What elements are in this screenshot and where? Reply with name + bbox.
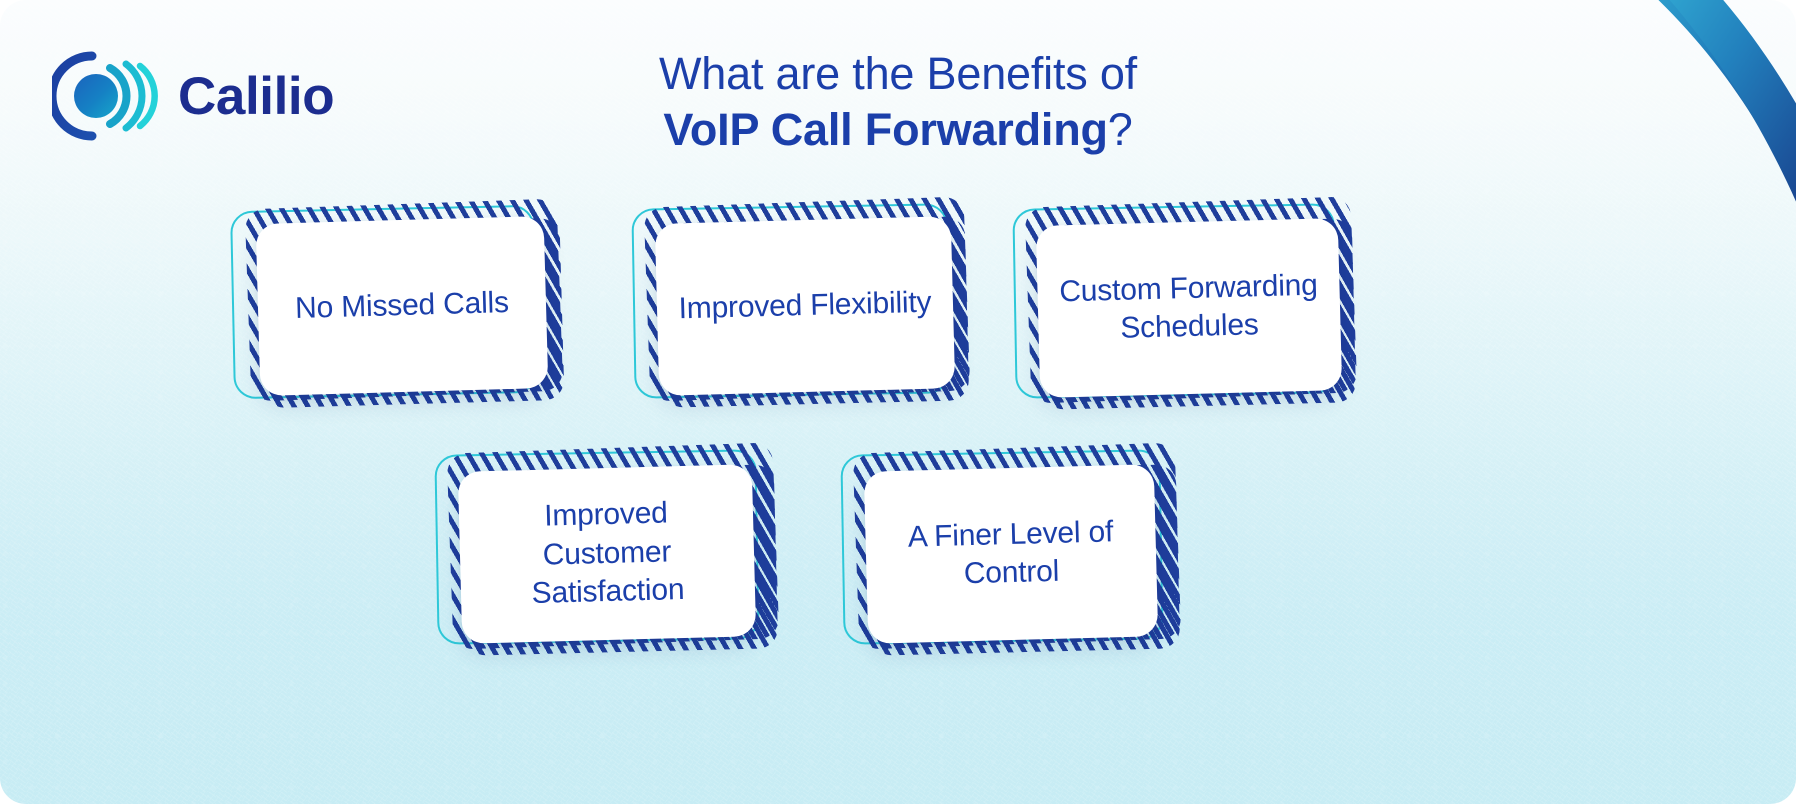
corner-arc-swoosh-icon <box>1658 0 1796 202</box>
card-surface[interactable]: No Missed Calls <box>255 216 549 396</box>
headline-question-mark: ? <box>1107 104 1133 156</box>
brand-name: Calilio <box>178 66 335 126</box>
benefit-label: Improved Flexibility <box>678 285 932 326</box>
benefit-label: A Finer Level of Control <box>907 514 1114 591</box>
benefit-card-improved-customer-satisfaction[interactable]: Improved Customer Satisfaction <box>430 442 800 659</box>
corner-arc-decoration <box>1376 0 1796 230</box>
benefit-label: No Missed Calls <box>294 285 510 325</box>
card-surface[interactable]: A Finer Level of Control <box>863 464 1159 644</box>
benefit-card-improved-flexibility[interactable]: Improved Flexibility <box>625 196 995 413</box>
calilio-sound-wave-logo-icon <box>52 51 158 141</box>
benefit-card-custom-forwarding-schedules[interactable]: Custom Forwarding Schedules <box>1008 196 1378 413</box>
headline-emphasis: VoIP Call Forwarding <box>663 104 1108 156</box>
card-surface[interactable]: Improved Customer Satisfaction <box>457 464 757 644</box>
brand-logo: Calilio <box>52 48 335 144</box>
benefit-label: Improved Customer Satisfaction <box>531 496 685 611</box>
benefit-label: Custom Forwarding Schedules <box>1058 268 1319 345</box>
card-surface[interactable]: Custom Forwarding Schedules <box>1035 218 1343 398</box>
benefit-card-a-finer-level-of-control[interactable]: A Finer Level of Control <box>836 442 1206 659</box>
benefit-card-no-missed-calls[interactable]: No Missed Calls <box>228 198 588 413</box>
card-surface[interactable]: Improved Flexibility <box>654 216 956 396</box>
